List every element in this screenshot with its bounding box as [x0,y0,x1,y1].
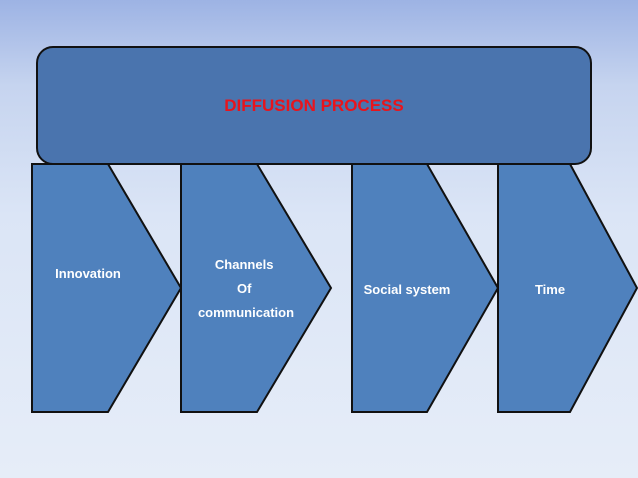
diagram-title: DIFFUSION PROCESS [224,96,403,115]
stage-label: Social system [364,282,451,297]
stage-social-system: Social system [351,163,500,413]
stage-innovation: Innovation [31,163,183,413]
header-box [36,46,592,165]
stage-channels-of-communication: Channels Of communication [180,163,333,413]
header-banner: DIFFUSION PROCESS [36,46,592,165]
stage-time: Time [497,163,638,413]
stage-label: Time [535,282,565,297]
stage-chevron [497,163,638,413]
stage-label: Innovation [55,266,121,281]
stage-label: Channels Of communication [198,257,294,320]
stage-chevron [351,163,500,413]
stage-chevron [31,163,183,413]
stage-chevron [180,163,333,413]
